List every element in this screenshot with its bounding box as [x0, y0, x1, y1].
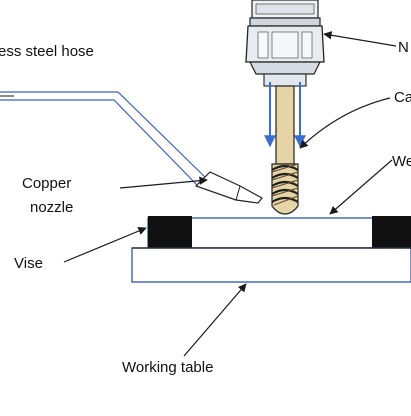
working-table — [131, 247, 411, 283]
nozzle-leader-arrow — [119, 176, 208, 189]
spindle-leader-arrow — [323, 31, 397, 47]
vise-jaw-left — [148, 216, 192, 248]
copper-nozzle-icon — [194, 171, 263, 204]
vise-jaw-right — [372, 216, 411, 248]
coolant-hose-icon — [0, 91, 207, 187]
workpiece-leader-arrow — [329, 159, 393, 215]
vise-leader-arrow — [63, 227, 147, 263]
tool-holder-chuck-icon — [245, 0, 325, 87]
end-mill-cutter-icon — [271, 85, 299, 215]
tool-leader-arrow — [299, 97, 391, 149]
label-stainless-steel-hose: ess steel hose — [0, 43, 94, 60]
label-spindle-truncated: N — [398, 39, 409, 56]
label-cutting-tool-truncated: Ca — [394, 89, 411, 106]
label-vise: Vise — [14, 255, 43, 272]
table-leader-arrow — [183, 283, 247, 357]
label-working-table: Working table — [122, 359, 214, 376]
label-copper-nozzle-line2: nozzle — [30, 199, 74, 216]
label-copper-nozzle-line1: Copper — [22, 175, 72, 192]
label-workpiece-truncated: We — [392, 153, 411, 170]
